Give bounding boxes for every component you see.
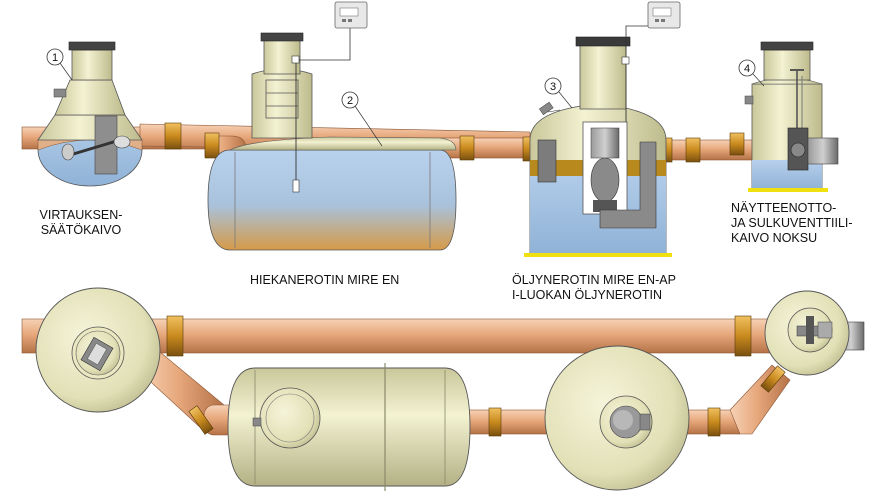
sand-separator	[207, 22, 457, 251]
svg-text:1: 1	[52, 52, 58, 64]
svg-text:3: 3	[550, 81, 556, 93]
alarm-unit-icon	[334, 1, 368, 29]
label-sand-separator: HIEKANEROTIN MIRE EN	[250, 273, 400, 287]
label-oil-separator: ÖLJYNEROTIN MIRE EN-AP I-LUOKAN ÖLJYNERO…	[512, 273, 676, 302]
alarm-unit-icon	[647, 1, 681, 29]
callout-3: 3	[544, 77, 573, 109]
label-flow-control-well: VIRTAUKSEN- SÄÄTÖKAIVO	[39, 208, 123, 237]
svg-text:2: 2	[347, 95, 353, 107]
flow-control-well-plan	[35, 287, 161, 413]
sampling-valve-well-plan	[764, 290, 850, 376]
sand-separator-plan	[227, 363, 471, 491]
callout-2: 2	[341, 91, 383, 147]
flow-control-well	[37, 41, 143, 187]
label-sampling-well: NÄYTTEENOTTO- JA SULKUVENTTIILI- KAIVO N…	[731, 201, 853, 245]
callout-1: 1	[46, 48, 73, 81]
oil-separator	[524, 22, 672, 257]
sampling-valve-well	[744, 41, 839, 192]
oil-separator-plan	[544, 345, 690, 491]
callout-4: 4	[738, 59, 765, 87]
pipe-couplings-lower	[166, 315, 786, 437]
svg-text:4: 4	[744, 63, 750, 75]
